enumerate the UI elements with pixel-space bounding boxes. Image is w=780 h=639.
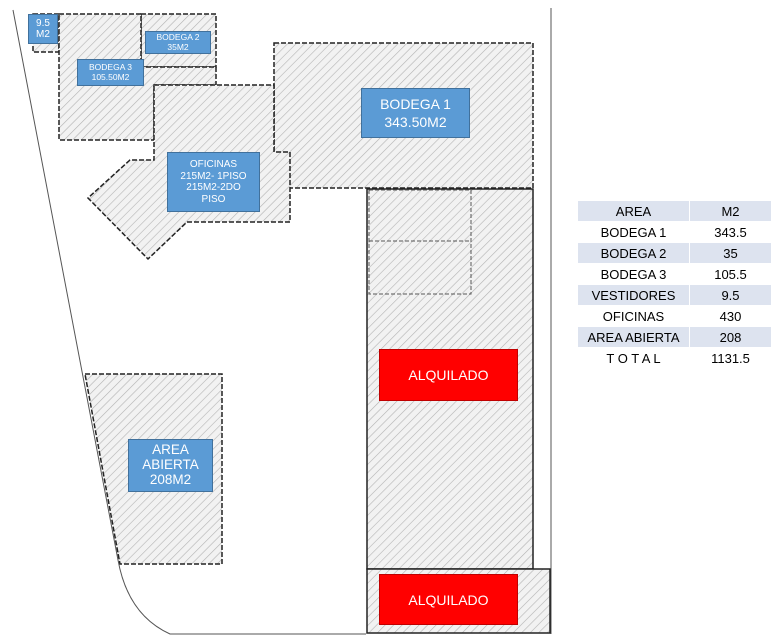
table-row: BODEGA 2 35 (577, 242, 772, 264)
table-cell-area: VESTIDORES (577, 284, 690, 306)
table-cell-m2: 35 (689, 242, 772, 264)
table-total-value: 1131.5 (689, 347, 772, 369)
oficinas-label-line: OFICINAS (189, 159, 238, 170)
table-cell-area: BODEGA 2 (577, 242, 690, 264)
oficinas-label-line: 215M2- 1PISO (180, 170, 247, 182)
table-header-area: AREA (577, 200, 690, 222)
area-abierta-label: AREA ABIERTA 208M2 (128, 439, 213, 492)
table-cell-m2: 430 (689, 305, 772, 327)
vestidores-label-line: 9.5 (36, 17, 50, 29)
bodega-3-label: BODEGA 3 105.50M2 (77, 59, 144, 86)
bodega-3-label-line: 105.50M2 (91, 71, 130, 82)
table-cell-m2: 208 (689, 326, 772, 348)
vestidores-label: 9.5 M2 (28, 14, 58, 44)
alquilado-label-2: ALQUILADO (379, 574, 518, 625)
bodega-1-label-line: 343.50M2 (384, 114, 447, 130)
subdivision-outline (368, 189, 472, 295)
table-row: VESTIDORES 9.5 (577, 284, 772, 306)
bodega-2-label: BODEGA 2 35M2 (145, 31, 211, 54)
table-cell-area: BODEGA 3 (577, 263, 690, 285)
table-total-label: T O T A L (577, 347, 690, 369)
table-cell-m2: 105.5 (689, 263, 772, 285)
table-cell-area: OFICINAS (577, 305, 690, 327)
table-total-row: T O T A L 1131.5 (577, 347, 772, 369)
table-row: BODEGA 3 105.5 (577, 263, 772, 285)
vestidores-label-line: M2 (36, 29, 50, 40)
table-cell-area: BODEGA 1 (577, 221, 690, 243)
property-boundary-left (12, 9, 366, 635)
table-row: OFICINAS 430 (577, 305, 772, 327)
area-abierta-label-line: AREA (152, 442, 189, 458)
table-header-row: AREA M2 (577, 200, 772, 222)
bodega-1-label-line: BODEGA 1 (380, 95, 451, 112)
area-abierta-label-line: ABIERTA (142, 457, 199, 473)
oficinas-label: OFICINAS 215M2- 1PISO 215M2-2DO PISO (167, 152, 260, 212)
table-header-m2: M2 (689, 200, 772, 222)
table-cell-m2: 343.5 (689, 221, 772, 243)
table-cell-area: AREA ABIERTA (577, 326, 690, 348)
bodega-3-label-line: BODEGA 3 (89, 61, 132, 72)
area-abierta-label-line: 208M2 (149, 471, 192, 487)
bodega-2-label-line: BODEGA 2 (156, 31, 200, 42)
alquilado-label-1: ALQUILADO (379, 349, 518, 401)
table-row: BODEGA 1 343.5 (577, 221, 772, 243)
bodega-1-label: BODEGA 1 343.50M2 (361, 88, 470, 138)
table-cell-m2: 9.5 (689, 284, 772, 306)
table-row: AREA ABIERTA 208 (577, 326, 772, 348)
area-summary-table: AREA M2 BODEGA 1 343.5 BODEGA 2 35 BODEG… (577, 200, 772, 369)
oficinas-label-line: PISO (201, 193, 226, 205)
oficinas-label-line: 215M2-2DO (186, 182, 241, 193)
bodega-2-label-line: 35M2 (167, 41, 189, 52)
